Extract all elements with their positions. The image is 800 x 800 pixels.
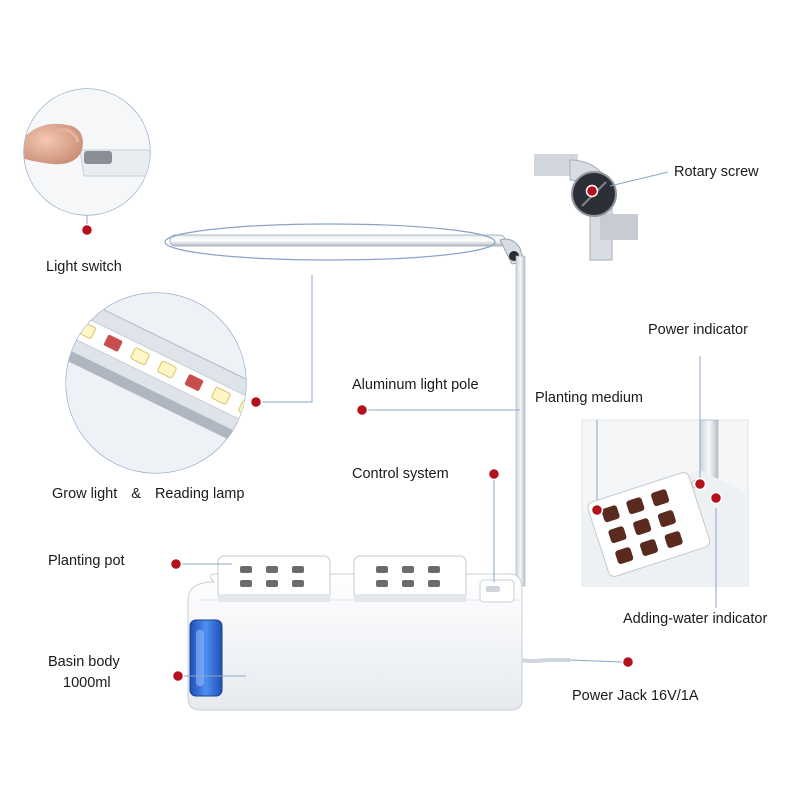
- finger-icon: [24, 123, 83, 165]
- red-dot-marker-icon: [80, 184, 723, 683]
- light-switch-closeup: [23, 88, 151, 216]
- power-cable: [521, 658, 570, 663]
- planting-pot-left: [217, 555, 331, 602]
- label-control-system: Control system: [352, 466, 449, 482]
- planting-pot-right: [353, 555, 467, 602]
- label-power-indicator: Power indicator: [648, 322, 748, 338]
- label-grow-light: Grow light: [52, 486, 118, 502]
- label-power-jack: Power Jack 16V/1A: [572, 688, 699, 704]
- rotary-screw-closeup: [532, 150, 640, 261]
- leader-line: [256, 275, 313, 403]
- label-grow-light-reading-lamp: Grow light&Reading lamp: [52, 486, 244, 502]
- label-basin-body: Basin body 1000ml: [48, 652, 120, 694]
- aluminum-pole: [515, 255, 526, 587]
- label-basin-body-line1: Basin body: [48, 654, 120, 670]
- label-adding-water-indicator: Adding-water indicator: [623, 611, 768, 627]
- label-planting-medium: Planting medium: [535, 390, 643, 406]
- label-light-switch: Light switch: [46, 259, 122, 275]
- label-basin-body-line2: 1000ml: [63, 675, 111, 691]
- pod-cells: [601, 489, 683, 564]
- lamp-bar: [164, 223, 525, 265]
- grow-light-closeup: [65, 292, 247, 474]
- label-planting-pot: Planting pot: [48, 553, 125, 569]
- label-reading-lamp: Reading lamp: [154, 486, 245, 502]
- label-aluminum-light-pole: Aluminum light pole: [352, 377, 479, 393]
- label-ampersand: &: [131, 486, 141, 502]
- label-rotary-screw: Rotary screw: [674, 164, 759, 180]
- basin-body: [187, 573, 523, 711]
- water-window: [189, 619, 223, 697]
- control-inset: [581, 419, 749, 587]
- leader-line: [609, 171, 669, 187]
- leader-line: [569, 659, 623, 663]
